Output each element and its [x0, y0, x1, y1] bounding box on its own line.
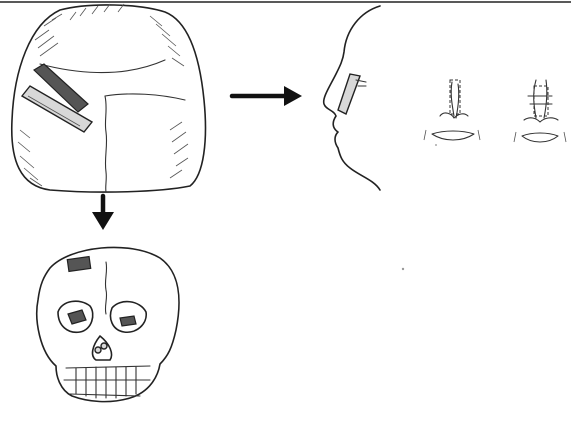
skull-teeth — [64, 366, 150, 398]
scalp-panel — [12, 4, 206, 192]
skull-outline — [37, 247, 179, 401]
scan-speck — [435, 144, 437, 146]
skull-suture — [105, 262, 106, 314]
skull-graft-defect — [67, 257, 90, 272]
nose-view-1 — [424, 80, 480, 140]
scalp-incision-line — [105, 96, 107, 192]
nose-view-2 — [514, 80, 566, 142]
arrow-right — [232, 86, 302, 106]
skull-panel — [37, 247, 179, 401]
face-profile-panel — [324, 6, 380, 190]
calvarial-graft-strips — [22, 64, 92, 132]
arrow-down — [92, 196, 114, 230]
scan-speck — [402, 268, 404, 270]
